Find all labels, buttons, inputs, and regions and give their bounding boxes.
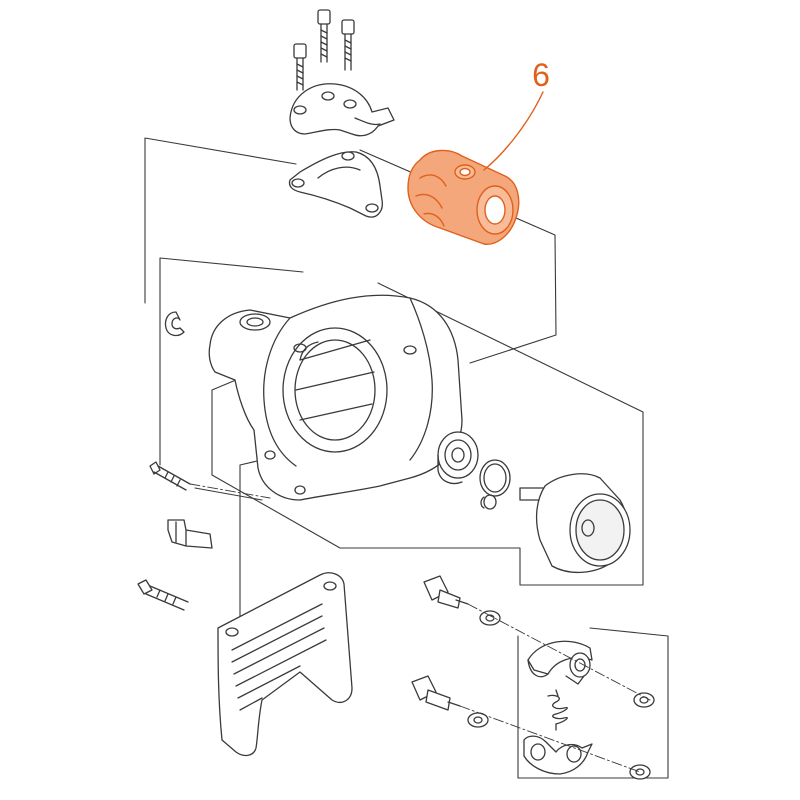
ball-bearing xyxy=(437,431,479,485)
washer-right-lower xyxy=(629,764,651,780)
screw-top-left xyxy=(293,43,307,91)
retaining-ring-left xyxy=(164,311,185,337)
clutch-shoe-upper xyxy=(527,640,593,685)
callout-6-label: 6 xyxy=(532,57,550,93)
bolt-middle-left xyxy=(149,461,191,491)
washer-right-upper xyxy=(633,692,655,708)
clamp-upper-half xyxy=(289,83,395,137)
bolt-lower-left xyxy=(137,579,189,611)
shoulder-bolt-lower xyxy=(411,675,461,711)
shoulder-bolt-upper xyxy=(423,575,469,609)
screw-top-right xyxy=(341,19,355,71)
washer-upper xyxy=(479,610,501,626)
bracket-clip xyxy=(167,519,213,549)
guard-plate xyxy=(217,572,353,757)
screw-top-middle xyxy=(317,9,331,63)
gear-housing xyxy=(208,294,463,501)
clamp-sleeve-highlighted xyxy=(407,149,520,245)
clutch-shoe-lower xyxy=(523,735,593,775)
clutch-spring xyxy=(547,689,568,731)
callout-6-leader xyxy=(483,91,544,171)
clutch-drum xyxy=(519,473,631,574)
snap-ring-small xyxy=(480,494,497,510)
center-lines xyxy=(189,483,651,773)
clamp-lower-half xyxy=(288,151,383,218)
snap-ring-middle xyxy=(479,459,511,497)
